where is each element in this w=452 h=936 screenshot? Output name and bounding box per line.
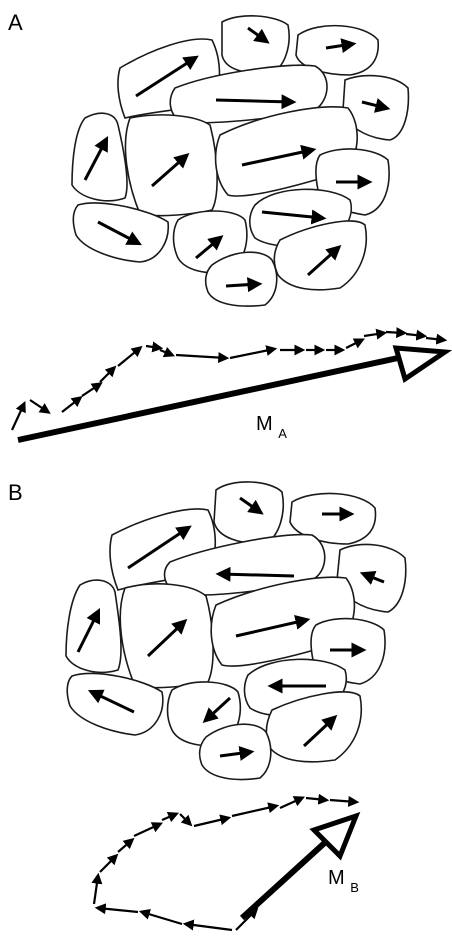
net-moment-head (392, 345, 452, 383)
net-moment-arrow-a (17, 345, 452, 443)
moment-symbol-b: M (328, 867, 345, 889)
grain-moment-arrow (361, 98, 391, 113)
grain-moment-arrow (215, 94, 297, 110)
grain-cluster-a (71, 15, 410, 307)
chain-arrow (231, 802, 280, 818)
grain-moment-arrow (306, 244, 342, 277)
chain-arrow (305, 793, 330, 805)
chain-arrow (138, 908, 183, 926)
chain-arrow (182, 919, 233, 932)
grain-moment-arrow (127, 525, 192, 570)
chain-arrow (193, 814, 232, 828)
chain-arrow (99, 365, 117, 383)
grain-moment-arrow (135, 55, 199, 98)
chain-arrow (329, 795, 360, 807)
grain-moments-a (83, 26, 391, 293)
chain-arrow (94, 903, 139, 915)
moment-subscript-a: A (278, 426, 287, 441)
grain-moment-arrow (261, 209, 327, 225)
panel-b-label: B (8, 480, 23, 505)
net-moment-arrow-b (239, 811, 361, 921)
panel-a-label: A (8, 10, 23, 35)
grain (124, 114, 218, 217)
grain (119, 583, 214, 689)
chain-arrow (145, 341, 164, 353)
grain-moment-arrow (146, 618, 188, 658)
moment-label-a: M A (256, 413, 287, 441)
chain-arrow (81, 382, 103, 397)
grain-moment-arrow (302, 714, 338, 748)
chain-arrow (235, 907, 259, 931)
chain-arrow (179, 813, 193, 827)
grain-moment-arrow (235, 615, 311, 638)
grain-moment-arrow (83, 136, 109, 181)
chain-arrow (229, 345, 278, 360)
chain-arrow (405, 329, 428, 341)
chain-arrow (279, 796, 306, 810)
chain-arrow (61, 395, 83, 413)
grain-moment-arrow (87, 689, 135, 714)
chain-arrow (91, 872, 103, 905)
chain-arrow (161, 811, 180, 823)
grain-moment-arrow (219, 745, 255, 761)
grain (221, 15, 290, 75)
chain-arrow (11, 401, 26, 431)
grain-moment-arrow (247, 26, 270, 44)
grain-moment-arrow (215, 566, 295, 582)
panel-b: B (8, 480, 407, 932)
chain-arrow (385, 327, 408, 339)
net-moment-shaft (239, 835, 333, 921)
grain (213, 481, 284, 545)
grain-moment-arrow (76, 607, 101, 653)
vector-sum-chain-b (91, 793, 360, 932)
grain-cluster-b (65, 481, 407, 781)
grain-moment-arrow (239, 496, 264, 515)
net-moment-shaft (17, 355, 399, 443)
grain-moment-arrow (151, 153, 190, 188)
chain-arrow (425, 333, 448, 345)
chain-arrow (99, 853, 119, 873)
chain-arrow (175, 352, 230, 364)
chain-arrow (133, 822, 163, 837)
chain-arrow (345, 338, 365, 349)
net-moment-head (309, 811, 361, 861)
grain (71, 112, 128, 202)
panel-a: A (8, 10, 452, 443)
chain-arrow (159, 346, 176, 358)
moment-symbol-a: M (256, 413, 273, 435)
chain-arrow (117, 345, 143, 367)
grain-moment-arrow (325, 38, 357, 54)
grain-moment-arrow (241, 144, 317, 167)
grain (204, 251, 278, 307)
moment-label-b: M B (328, 867, 359, 895)
grain (65, 579, 122, 674)
vector-sum-chain-a (11, 327, 448, 431)
grain-moment-arrow (202, 696, 232, 724)
grain-moments-b (76, 496, 385, 761)
chain-arrow (29, 399, 51, 414)
grain-moment-arrow (225, 277, 263, 293)
chain-arrow (363, 328, 388, 340)
chain-arrow (117, 837, 135, 853)
grain (198, 723, 272, 781)
moment-subscript-b: B (350, 880, 359, 895)
grain-moment-arrow (195, 235, 224, 260)
grain-moment-arrow (359, 570, 385, 585)
grain-moment-arrow (97, 220, 142, 246)
